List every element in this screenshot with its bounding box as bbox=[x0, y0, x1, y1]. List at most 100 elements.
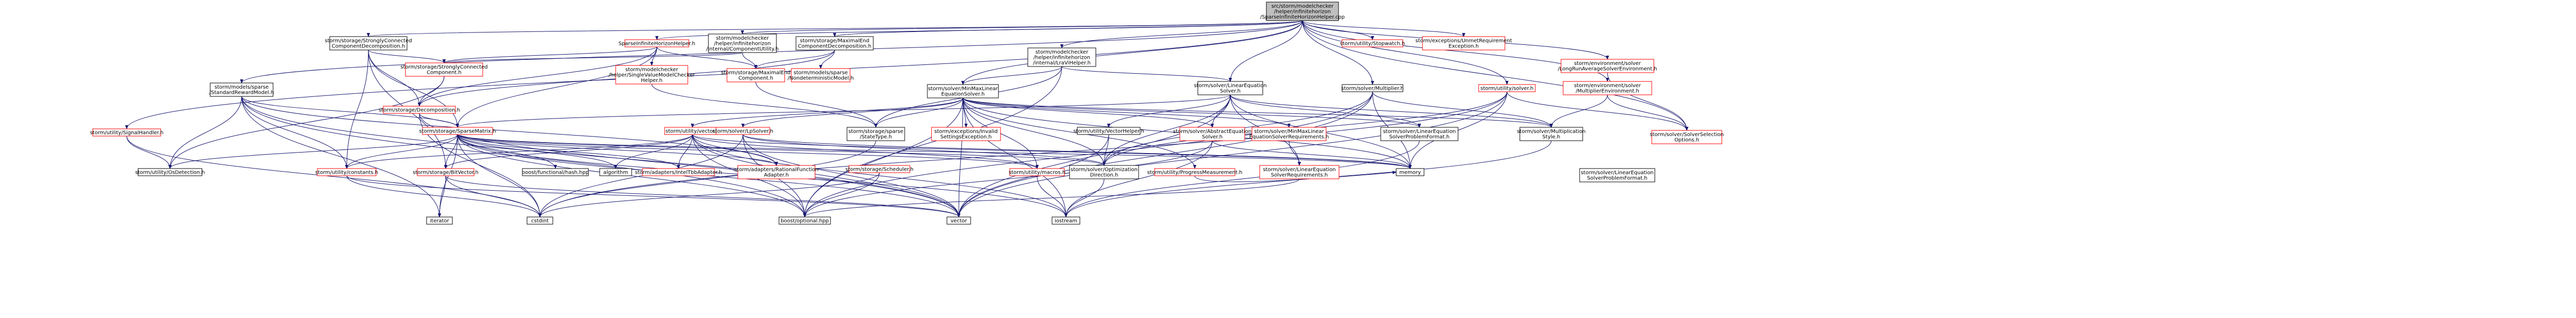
node-usolver_h[interactable]: storm/utility/solver.h bbox=[1478, 84, 1536, 92]
node-env_mult_h[interactable]: storm/environment/solver/MultiplierEnvir… bbox=[1563, 81, 1652, 95]
node-iterator[interactable]: iterator bbox=[426, 216, 453, 225]
node-label: storm/models/sparse bbox=[793, 70, 848, 76]
edge-sccd_h-to-constants_h bbox=[347, 49, 369, 169]
node-label: Adapter.h bbox=[764, 173, 789, 178]
node-box bbox=[931, 127, 1001, 141]
node-label: cstdint bbox=[531, 218, 549, 224]
edge-lpsolver_h-to-optdir_h bbox=[742, 134, 1104, 166]
node-label: Direction.h bbox=[1090, 173, 1118, 178]
node-label: storm/storage/BitVector.h bbox=[413, 170, 479, 175]
node-scheduler_h[interactable]: storm/storage/Scheduler.h bbox=[845, 165, 913, 173]
node-label: boost/functional/hash.hpp bbox=[522, 170, 589, 175]
node-box bbox=[1009, 168, 1065, 176]
edge-root-to-mmles_h bbox=[963, 20, 1303, 85]
node-csu_h[interactable]: storm/modelchecker/helper/infinitehorizo… bbox=[706, 34, 779, 53]
node-label: storm/solver/Multiplication bbox=[1517, 129, 1585, 135]
node-inteltbb_h[interactable]: storm/adapters/IntelTbbAdapter.h bbox=[635, 168, 722, 176]
node-sparse_ih_h[interactable]: SparseInfiniteHorizonHelper.h bbox=[619, 39, 696, 47]
node-stopwatch_h[interactable]: storm/utility/Stopwatch.h bbox=[1340, 39, 1405, 47]
node-vector[interactable]: vector bbox=[946, 216, 971, 225]
node-cstdint[interactable]: cstdint bbox=[527, 216, 553, 225]
edge-root-to-sighandler_h bbox=[127, 20, 1303, 129]
node-state_type_h[interactable]: storm/storage/sparse/StateType.h bbox=[846, 127, 905, 141]
node-sighandler_h[interactable]: storm/utility/SignalHandler.h bbox=[90, 128, 164, 137]
node-box bbox=[138, 168, 202, 176]
node-box bbox=[527, 216, 553, 225]
node-macros_h[interactable]: storm/utility/macros.h bbox=[1009, 168, 1065, 176]
node-box bbox=[1077, 127, 1141, 135]
node-scc_h[interactable]: storm/storage/StronglyConnectedComponent… bbox=[400, 62, 488, 77]
node-spm_h[interactable]: storm/storage/SparseMatrix.h bbox=[419, 127, 496, 135]
node-label: SparseInfiniteHorizonHelper.h bbox=[619, 41, 696, 46]
node-boost_optional[interactable]: boost/optional.hpp bbox=[778, 216, 831, 225]
node-label: storm/solver/Multiplier.h bbox=[1341, 86, 1403, 91]
node-lpsolver_h[interactable]: storm/solver/LpSolver.h bbox=[713, 127, 773, 135]
node-label: /helper/infinitehorizon bbox=[1274, 9, 1331, 14]
edge-sccd_h-to-scc_h bbox=[368, 49, 444, 63]
node-label: storm/storage/StronglyConnected bbox=[400, 64, 487, 70]
node-box bbox=[1154, 168, 1235, 176]
node-lesolver_h[interactable]: storm/solver/LinearEquationSolverProblem… bbox=[1579, 168, 1655, 182]
edge-srm_h-to-vector bbox=[241, 96, 959, 217]
node-label: Solver.h bbox=[1220, 89, 1241, 94]
node-invalid_h[interactable]: storm/exceptions/InvalidSettingsExceptio… bbox=[931, 127, 1001, 141]
node-srm_h[interactable]: storm/models/sparse/StandardRewardModel.… bbox=[209, 82, 274, 97]
node-box bbox=[708, 34, 777, 53]
node-label: storm/storage/sparse bbox=[849, 129, 904, 135]
node-label: SolverProblemFormat.h bbox=[1389, 135, 1449, 140]
edge-scheduler_h-to-boost_optional bbox=[805, 172, 880, 217]
edge-les_h-to-aesr_h bbox=[1212, 94, 1231, 127]
node-lespf_h[interactable]: storm/solver/LinearEquationSolverProblem… bbox=[1380, 127, 1459, 141]
node-lra_h[interactable]: storm/modelchecker/helper/infinitehorizo… bbox=[1027, 47, 1096, 67]
edge-env_mult_h-to-solver_h bbox=[1607, 94, 1687, 131]
node-label: src/storm/modelchecker bbox=[1272, 4, 1334, 9]
node-constants_h[interactable]: storm/utility/constants.h bbox=[315, 168, 378, 176]
node-box bbox=[1342, 84, 1403, 92]
node-label: iterator bbox=[430, 218, 449, 224]
node-bitvector_h[interactable]: storm/storage/BitVector.h bbox=[413, 168, 479, 176]
node-decomp_h[interactable]: storm/storage/Decomposition.h bbox=[379, 106, 460, 114]
node-uvector_h[interactable]: storm/utility/vector.h bbox=[664, 127, 721, 135]
node-ndm_h[interactable]: storm/models/sparse/NondeterministicMode… bbox=[788, 68, 854, 82]
node-mmlesr_h[interactable]: storm/solver/MinMaxLinearEquationSolverR… bbox=[1249, 127, 1329, 141]
node-mult_h[interactable]: storm/solver/Multiplier.h bbox=[1341, 84, 1404, 92]
node-mmles_h[interactable]: storm/solver/MinMaxLinearEquationSolver.… bbox=[927, 84, 999, 98]
node-progress_h[interactable]: storm/utility/ProgressMeasurement.h bbox=[1147, 168, 1243, 176]
node-algorithm[interactable]: algorithm bbox=[599, 168, 632, 176]
node-mecd_h[interactable]: storm/storage/MaximalEndComponentDecompo… bbox=[795, 36, 874, 51]
node-osdetect_h[interactable]: storm/utility/OsDetection.h bbox=[135, 168, 205, 176]
node-box bbox=[405, 62, 483, 77]
node-label: storm/environment/solver bbox=[1574, 83, 1641, 89]
node-label: storm/modelchecker bbox=[716, 36, 770, 41]
node-label: storm/models/sparse bbox=[214, 85, 268, 90]
node-lesr_h[interactable]: storm/solver/LinearEquationSolverRequire… bbox=[1259, 165, 1340, 179]
node-box bbox=[1027, 47, 1096, 67]
node-label: storm/utility/Stopwatch.h bbox=[1340, 41, 1405, 46]
edge-mec_h-to-state_type_h bbox=[755, 81, 876, 127]
node-unmet_h[interactable]: storm/exceptions/UnmetRequirementExcepti… bbox=[1415, 36, 1512, 51]
node-iostream[interactable]: iostream bbox=[1052, 216, 1080, 225]
node-env_lra_h[interactable]: storm/environment/solver/LongRunAverageS… bbox=[1558, 59, 1657, 73]
node-label: EquationSolver.h bbox=[941, 92, 985, 97]
edge-srm_h-to-constants_h bbox=[241, 96, 347, 169]
node-vecthelper_h[interactable]: storm/utility/VectorHelper.h bbox=[1073, 127, 1144, 135]
node-label: storm/storage/MaximalEnd bbox=[800, 38, 870, 44]
node-svmch_h[interactable]: storm/modelchecker/helper/SingleValueMod… bbox=[608, 65, 696, 85]
edges bbox=[127, 20, 1687, 217]
node-memory[interactable]: memory bbox=[1396, 168, 1425, 176]
node-box bbox=[599, 168, 632, 176]
edge-spm_h-to-cstdint bbox=[457, 134, 540, 217]
node-box bbox=[1197, 81, 1263, 95]
edge-constants_h-to-vector bbox=[346, 175, 959, 217]
node-box bbox=[849, 165, 910, 173]
node-flathash[interactable]: boost/functional/hash.hpp bbox=[522, 168, 589, 176]
node-sccd_h[interactable]: storm/storage/StronglyConnectedComponent… bbox=[325, 36, 412, 51]
